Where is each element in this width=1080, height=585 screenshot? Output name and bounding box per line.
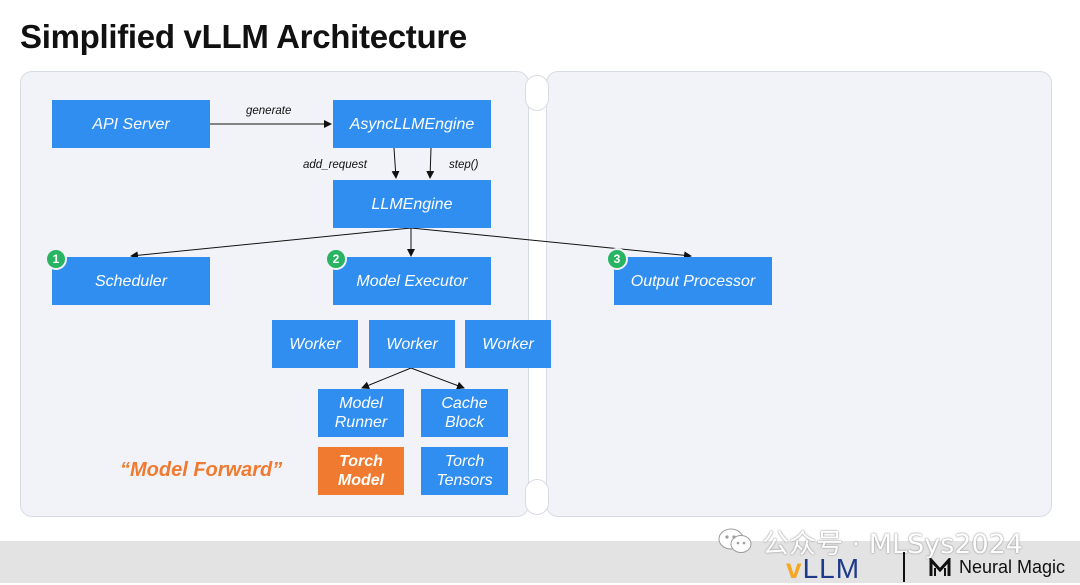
edge-step [426,147,435,179]
edge-to-scheduler [130,227,412,260]
panel-notch-bottom [525,479,549,515]
worker-box: Worker [369,320,455,368]
watermark-text: 公众号 · MLSys2024 [762,528,1023,560]
cache-block-box: Cache Block [421,389,508,437]
model-forward-annotation: “Model Forward” [120,459,283,481]
edge-label-generate: generate [246,105,292,117]
model-executor-box: Model Executor [333,257,491,305]
async-llm-engine-box: AsyncLLMEngine [333,100,491,148]
vllm-logo: vLLM [786,553,860,585]
vllm-logo-text: LLM [802,553,861,584]
neural-magic-text: Neural Magic [959,557,1066,577]
step-badge-2: 2 [325,248,347,270]
step-badge-3: 3 [606,248,628,270]
neural-magic-logo: Neural Magic [929,557,1065,578]
edge-add-request [391,147,400,179]
edge-to-output [410,227,692,260]
watermark: 公众号 · MLSys2024 [718,525,1023,560]
panel-notch-top [525,75,549,111]
edge-label-step: step() [449,159,479,171]
llm-engine-box: LLMEngine [333,180,491,228]
page-title: Simplified vLLM Architecture [20,18,467,55]
footer-divider [903,552,905,582]
worker-box: Worker [272,320,358,368]
output-processor-box: Output Processor [614,257,772,305]
api-server-box: API Server [52,100,210,148]
torch-tensors-box: Torch Tensors [421,447,508,495]
footer-bar [0,541,1080,583]
torch-model-box: Torch Model [318,447,404,495]
model-runner-box: Model Runner [318,389,404,437]
step-badge-1: 1 [45,248,67,270]
neural-magic-icon [929,557,951,576]
vllm-logo-v: v [786,553,803,584]
worker-box: Worker [465,320,551,368]
wechat-icon [718,528,752,553]
scheduler-box: Scheduler [52,257,210,305]
edge-to-model-runner [361,367,412,390]
edge-label-add-request: add_request [303,159,367,171]
edge-to-cache-block [410,367,465,390]
